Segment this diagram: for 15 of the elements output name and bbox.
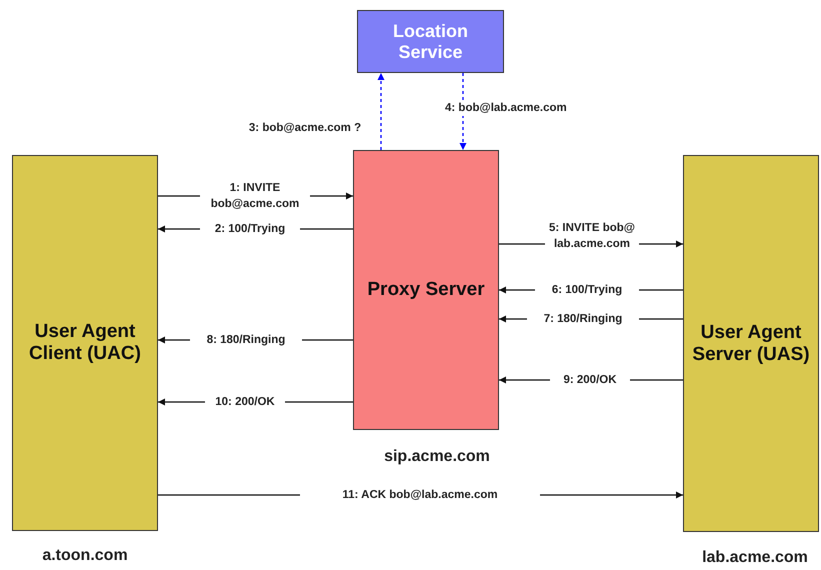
host-address: sip.acme.com [383, 448, 491, 466]
edge-label: 7: 180/Ringing [527, 311, 639, 327]
edge-label: 11: ACK bob@lab.acme.com [300, 487, 540, 503]
edge-label: 6: 100/Trying [535, 282, 639, 298]
host-address: lab.acme.com [701, 549, 809, 567]
arrow [378, 73, 384, 150]
server-box: User Agent Server (UAS) [683, 155, 819, 532]
edge-label: 1: INVITE bob@acme.com [200, 180, 310, 212]
service-box: Location Service [357, 10, 504, 73]
host-address: a.toon.com [41, 547, 129, 565]
edge-label: 2: 100/Trying [200, 221, 300, 237]
proxy-box: Proxy Server [353, 150, 499, 430]
client-box: User Agent Client (UAC) [12, 155, 158, 531]
arrow [460, 73, 466, 150]
edge-label: 8: 180/Ringing [190, 332, 302, 348]
